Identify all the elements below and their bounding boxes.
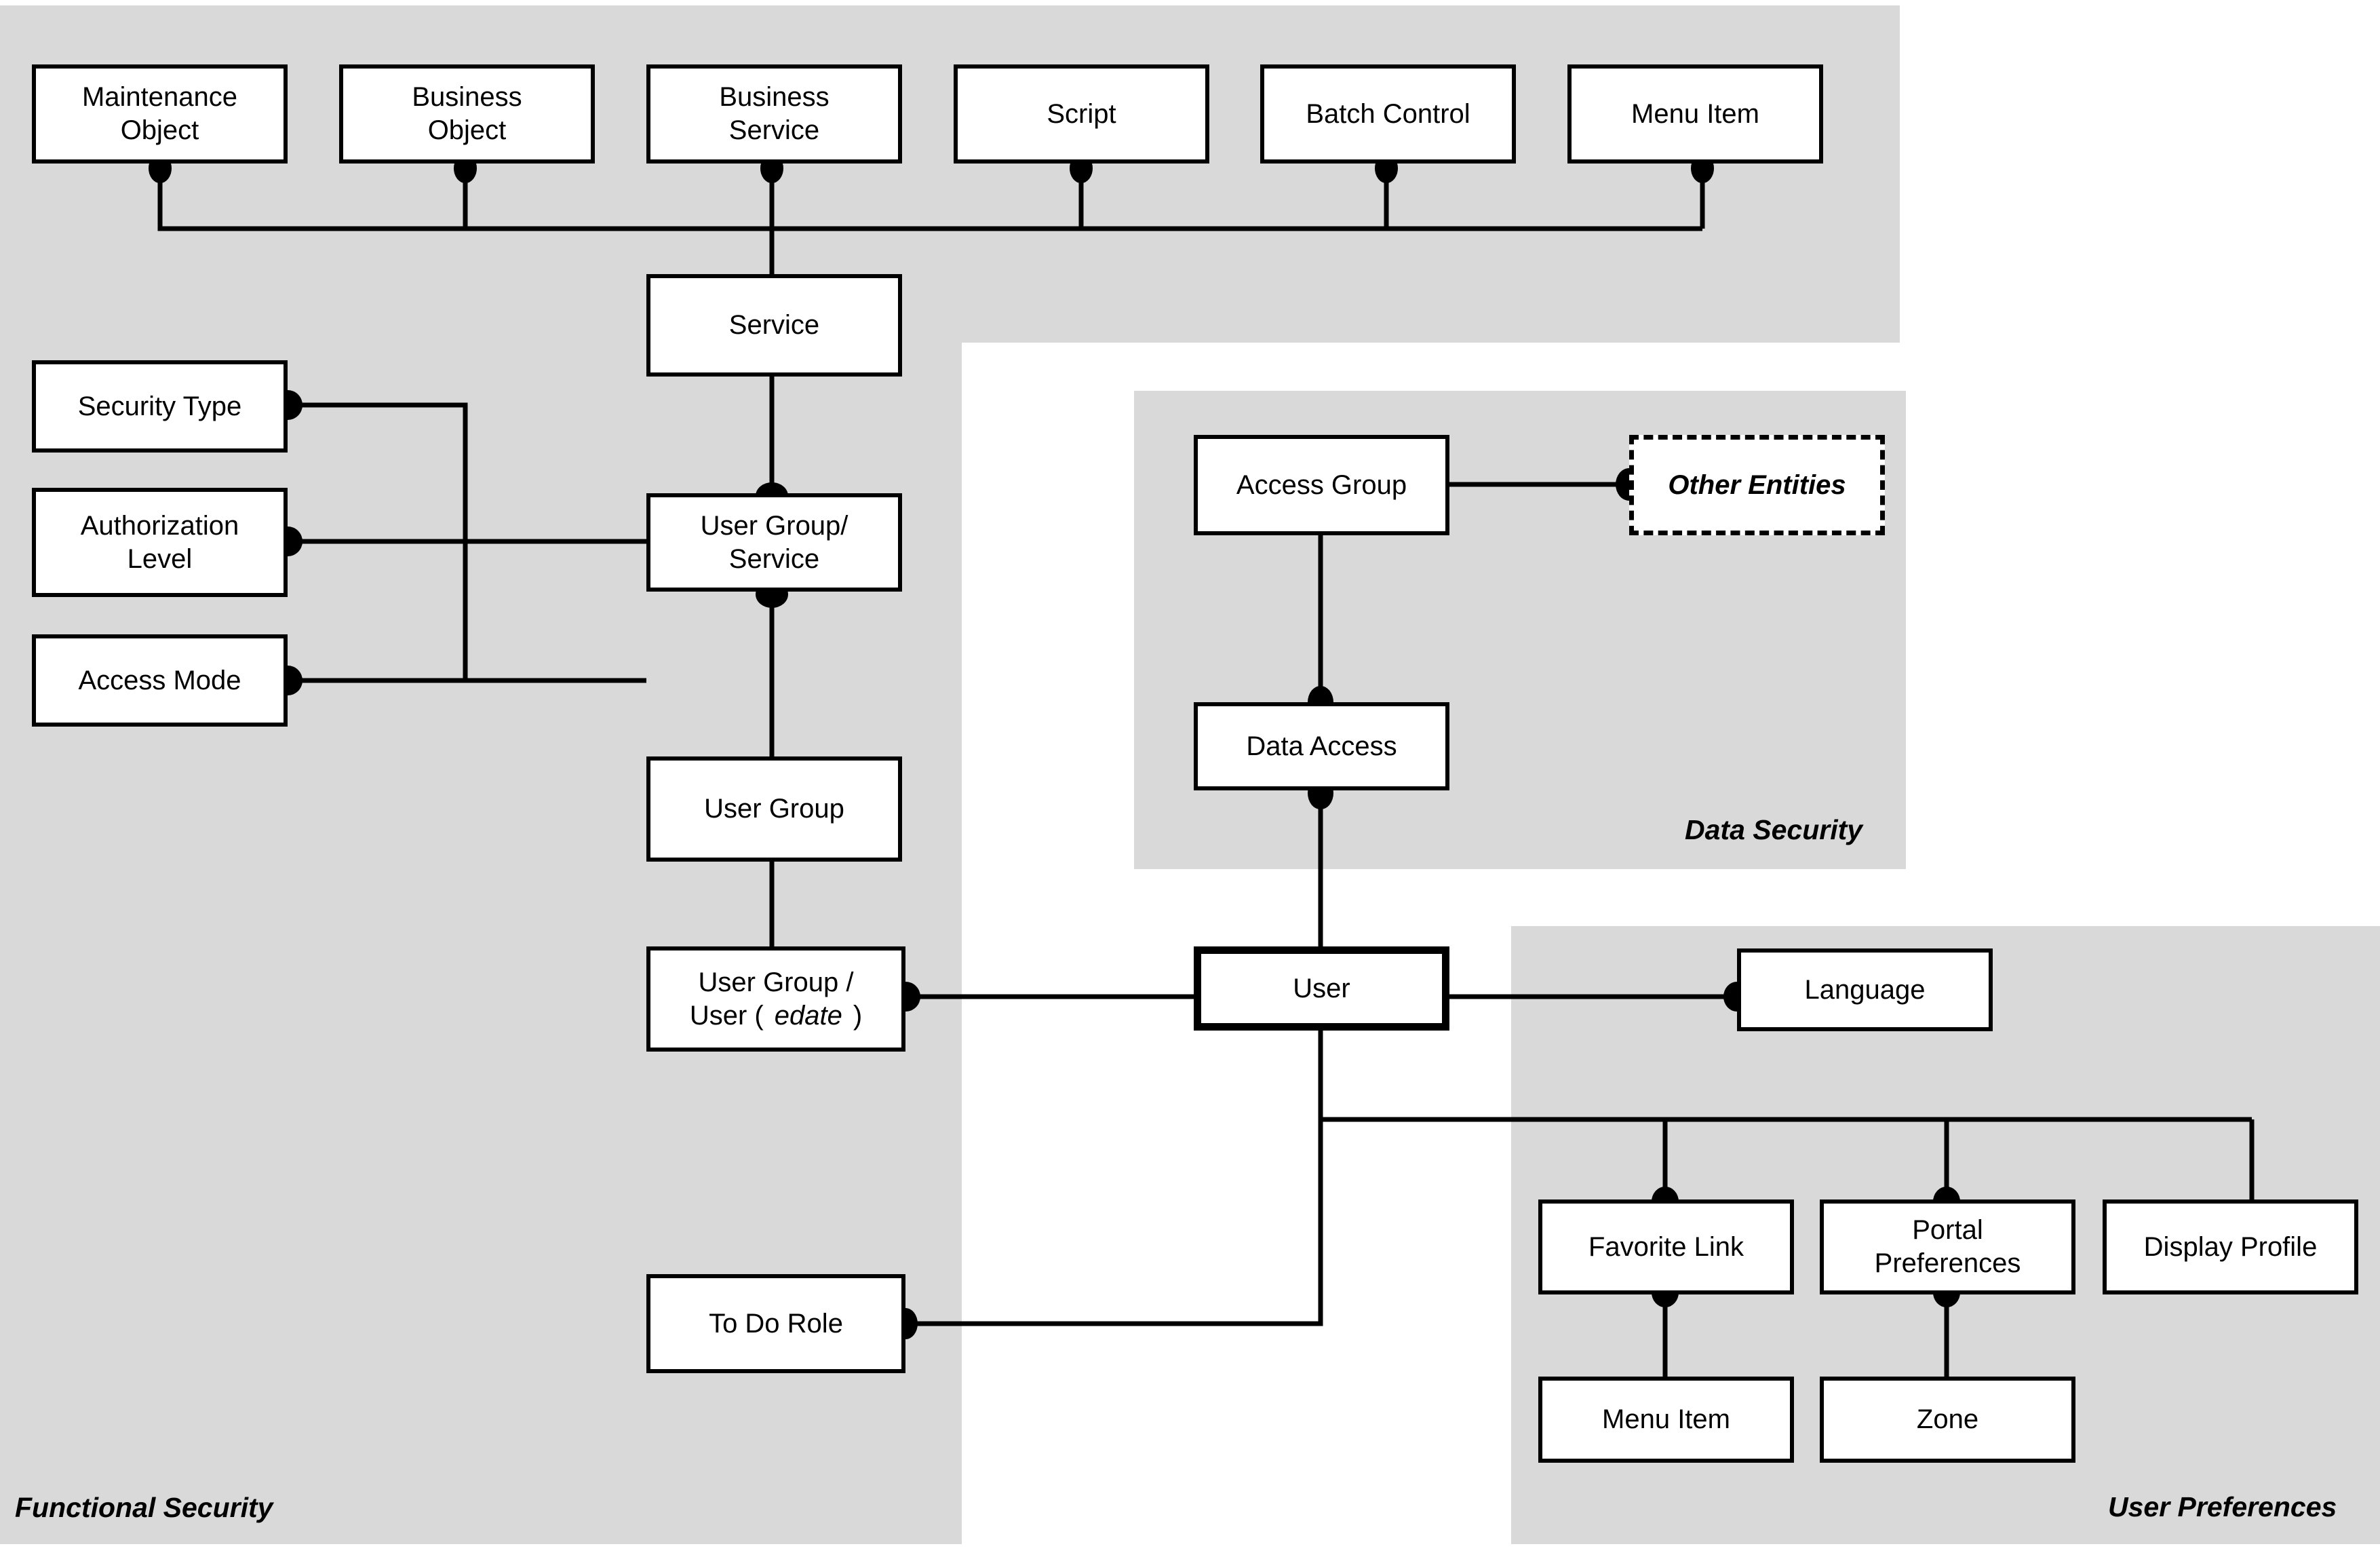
ugu-pre: User ( — [689, 1000, 764, 1031]
entity-label-favorite-link: Favorite Link — [1588, 1231, 1744, 1262]
entity-favorite-link[interactable]: Favorite Link — [1538, 1199, 1794, 1294]
entity-label-batch-control: Batch Control — [1306, 98, 1470, 129]
zone-label-user-preferences: User Preferences — [2108, 1491, 2337, 1522]
entity-label-business-service-line2: Service — [728, 115, 820, 145]
zone-label-data-security: Data Security — [1685, 814, 1863, 845]
entity-label-authorization-level-line1: Authorization — [80, 510, 239, 541]
entity-business-service[interactable]: Business Service — [646, 64, 902, 164]
entity-menu-item-favorite[interactable]: Menu Item — [1538, 1377, 1794, 1463]
entity-batch-control[interactable]: Batch Control — [1260, 64, 1516, 164]
entity-display-profile[interactable]: Display Profile — [2103, 1199, 2358, 1294]
entity-label-user-group-service-line2: Service — [728, 543, 820, 574]
entity-access-group[interactable]: Access Group — [1194, 435, 1449, 535]
entity-label-maintenance-object-line1: Maintenance — [81, 82, 238, 113]
ugu-post: ) — [853, 1000, 863, 1031]
entity-label-other-entities: Other Entities — [1668, 469, 1846, 500]
entity-user-group-service[interactable]: User Group/ Service — [646, 493, 902, 592]
entity-label-user-group-user-line1: User Group / — [698, 967, 854, 997]
entity-label-portal-preferences-line1: Portal — [1912, 1215, 1983, 1246]
entity-label-maintenance-object-line2: Object — [120, 115, 199, 145]
entity-access-mode[interactable]: Access Mode — [32, 634, 288, 727]
entity-label-portal-preferences-line2: Preferences — [1874, 1248, 2021, 1278]
entity-service[interactable]: Service — [646, 274, 902, 377]
entity-portal-preferences[interactable]: Portal Preferences — [1820, 1199, 2075, 1294]
entity-maintenance-object[interactable]: Maintenance Object — [32, 64, 288, 164]
entity-label-data-access: Data Access — [1246, 731, 1397, 761]
entity-label-business-object-line1: Business — [412, 82, 522, 113]
entity-label-authorization-level-line2: Level — [127, 543, 193, 574]
entity-label-access-group: Access Group — [1236, 469, 1407, 500]
entity-label-user-group-service-line1: User Group/ — [700, 510, 848, 541]
entity-user-group[interactable]: User Group — [646, 756, 902, 862]
entity-label-business-object-line2: Object — [427, 115, 507, 145]
entity-zone[interactable]: Zone — [1820, 1377, 2075, 1463]
entity-language[interactable]: Language — [1737, 948, 1993, 1031]
entity-label-script: Script — [1047, 98, 1116, 129]
entity-menu-item-top[interactable]: Menu Item — [1567, 64, 1823, 164]
entity-label-business-service-line1: Business — [719, 82, 830, 113]
entity-label-user-group: User Group — [704, 794, 844, 824]
entity-label-user-group-user-line2: User ( edate) — [679, 999, 873, 1033]
entity-script[interactable]: Script — [954, 64, 1209, 164]
entity-label-service: Service — [728, 310, 820, 341]
entity-label-to-do-role: To Do Role — [709, 1308, 843, 1339]
ugu-edate: edate — [774, 1000, 842, 1031]
relationship-markers — [149, 153, 1960, 1339]
entity-label-access-mode: Access Mode — [78, 665, 241, 695]
entity-other-entities[interactable]: Other Entities — [1629, 435, 1885, 535]
entity-security-type[interactable]: Security Type — [32, 360, 288, 453]
entity-label-user: User — [1293, 973, 1350, 1003]
entity-to-do-role[interactable]: To Do Role — [646, 1274, 905, 1373]
entity-label-menu-item-favorite: Menu Item — [1602, 1404, 1730, 1435]
zone-panel-top-sources — [0, 5, 1900, 343]
entity-user[interactable]: User — [1194, 946, 1449, 1031]
entity-business-object[interactable]: Business Object — [339, 64, 595, 164]
entity-data-access[interactable]: Data Access — [1194, 702, 1449, 790]
entity-authorization-level[interactable]: Authorization Level — [32, 488, 288, 597]
entity-label-security-type: Security Type — [77, 391, 242, 421]
entity-user-group-user[interactable]: User Group / User ( edate) — [646, 946, 905, 1052]
entity-label-zone: Zone — [1916, 1404, 1979, 1435]
entity-label-display-profile: Display Profile — [2143, 1231, 2318, 1262]
entity-label-menu-item-top: Menu Item — [1631, 98, 1759, 129]
entity-label-language: Language — [1804, 974, 1926, 1005]
zone-label-functional-security: Functional Security — [15, 1492, 273, 1523]
